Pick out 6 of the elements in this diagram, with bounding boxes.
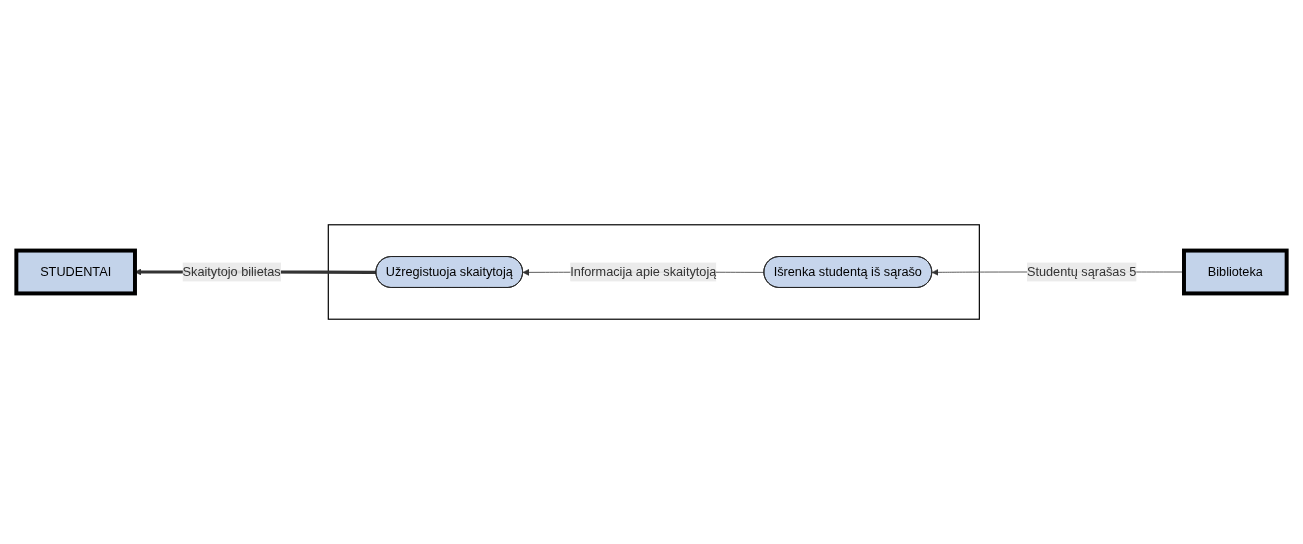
node-box: Biblioteka [1182, 248, 1289, 296]
edge-label: Skaitytojo bilietas [182, 264, 281, 279]
node-box: STUDENTAI [14, 248, 137, 296]
edge-label: Studentų sąrašas 5 [1026, 264, 1137, 279]
cluster [327, 224, 980, 320]
edge-label: Informacija apie skaitytoją [570, 264, 717, 279]
